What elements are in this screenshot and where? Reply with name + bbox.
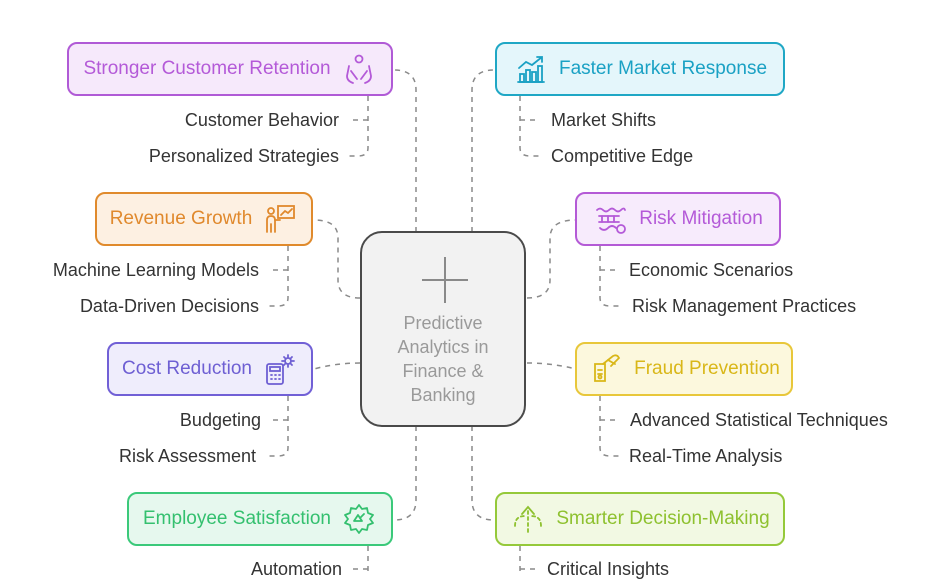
node-label: Employee Satisfaction <box>143 508 331 529</box>
node-label: Faster Market Response <box>558 58 768 79</box>
node-smarter-decision-making: Smarter Decision-Making <box>495 492 785 546</box>
sub-item: Risk Management Practices <box>632 296 857 316</box>
sub-item: Personalized Strategies <box>148 146 339 166</box>
sub-item: Economic Scenarios <box>629 260 794 280</box>
calculator-gear-icon <box>262 351 298 387</box>
sub-item: Risk Assessment <box>118 446 256 466</box>
node-label: Fraud Prevention <box>634 358 780 379</box>
node-label: Risk Mitigation <box>639 208 763 229</box>
node-faster-market-response: Faster Market Response <box>495 42 785 96</box>
node-label: Stronger Customer Retention <box>83 58 331 79</box>
sub-item: Competitive Edge <box>551 146 694 166</box>
central-topic-title: Predictive Analytics in Finance & Bankin… <box>397 313 489 405</box>
node-cost-reduction: Cost Reduction <box>107 342 313 396</box>
sub-item: Data-Driven Decisions <box>79 296 259 316</box>
node-revenue-growth: Revenue Growth <box>95 192 313 246</box>
node-risk-mitigation: Risk Mitigation <box>575 192 781 246</box>
rising-bar-chart-icon <box>513 51 549 87</box>
node-stronger-customer-retention: Stronger Customer Retention <box>67 42 393 96</box>
path-arrow-icon <box>510 501 546 537</box>
sub-item: Machine Learning Models <box>52 260 259 280</box>
plus-icon <box>422 257 468 303</box>
sub-item: Budgeting <box>179 410 261 430</box>
shield-hand-icon <box>588 351 624 387</box>
node-label: Revenue Growth <box>109 208 253 229</box>
sub-item: Critical Insights <box>547 559 670 579</box>
node-fraud-prevention: Fraud Prevention <box>575 342 793 396</box>
sub-item: Advanced Statistical Techniques <box>630 410 888 430</box>
central-topic: Predictive Analytics in Finance & Bankin… <box>360 231 526 427</box>
node-label: Smarter Decision-Making <box>556 508 770 529</box>
presenter-chart-icon <box>262 201 298 237</box>
node-label: Cost Reduction <box>122 358 252 379</box>
gear-badge-icon <box>341 501 377 537</box>
node-employee-satisfaction: Employee Satisfaction <box>127 492 393 546</box>
risk-waves-icon <box>593 201 629 237</box>
caring-hands-icon <box>341 51 377 87</box>
sub-item: Customer Behavior <box>184 110 339 130</box>
sub-item: Real-Time Analysis <box>629 446 783 466</box>
sub-item: Automation <box>250 559 342 579</box>
sub-item: Market Shifts <box>551 110 657 130</box>
